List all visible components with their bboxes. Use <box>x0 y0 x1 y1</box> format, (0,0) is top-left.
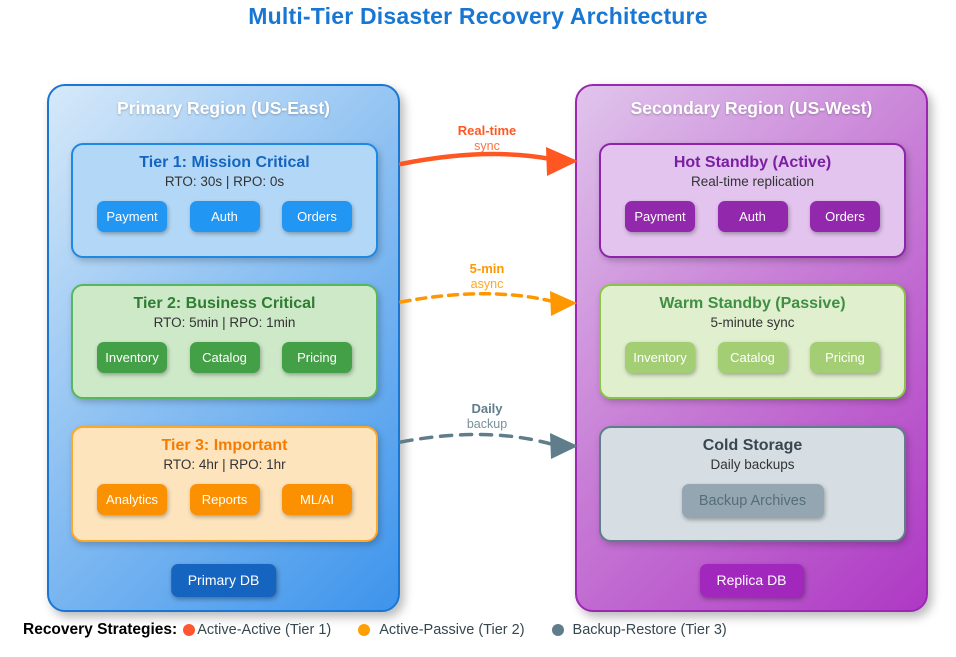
active-passive-dot-icon <box>358 624 371 636</box>
realtime-sync-arrowhead <box>546 147 578 176</box>
warm-standby-title: Warm Standby (Passive) <box>659 295 846 312</box>
legend-item-label: Active-Passive (Tier 2) <box>379 622 525 638</box>
cold-storage-subtitle: Daily backups <box>710 457 795 472</box>
secondary-region-box: Secondary Region (US-West) Hot Standby (… <box>575 84 928 612</box>
service-mlai: ML/AI <box>282 484 352 515</box>
primary-region-box: Primary Region (US-East) Tier 1: Mission… <box>47 84 400 612</box>
daily-backup-label: Daily backup <box>466 401 508 431</box>
backup-restore-dot-icon <box>551 624 564 636</box>
daily-backup-arrowhead <box>550 433 578 459</box>
primary-db-node: Primary DB <box>170 564 277 597</box>
async-sync-arrow-line <box>399 292 553 304</box>
tier1-services-row: Payment Auth Orders <box>73 201 376 232</box>
legend-item-active-active: Active-Active (Tier 1) <box>183 622 331 638</box>
tier3-services-row: Analytics Reports ML/AI <box>73 484 376 515</box>
realtime-sync-arrow-line <box>398 151 554 167</box>
legend-item-label: Active-Active (Tier 1) <box>197 622 332 638</box>
tier2-rto-rpo: RTO: 5min | RPO: 1min <box>153 315 296 330</box>
async-sync-label: 5-min async <box>469 261 505 291</box>
replica-service-catalog: Catalog <box>717 342 788 373</box>
async-sync-arrowhead <box>550 291 577 316</box>
service-pricing: Pricing <box>282 342 352 373</box>
active-active-dot-icon <box>183 624 196 636</box>
cold-storage-box: Cold Storage Daily backups Backup Archiv… <box>599 426 906 542</box>
service-auth: Auth <box>189 201 260 232</box>
legend-item-active-passive: Active-Passive (Tier 2) <box>358 622 525 638</box>
replica-service-pricing: Pricing <box>810 342 880 373</box>
hot-standby-box: Hot Standby (Active) Real-time replicati… <box>599 143 906 258</box>
cold-storage-title: Cold Storage <box>702 437 803 454</box>
tier2-business-critical-box: Tier 2: Business Critical RTO: 5min | RP… <box>71 284 378 399</box>
primary-region-title: Primary Region (US-East) <box>117 98 330 118</box>
hot-standby-subtitle: Real-time replication <box>690 174 815 189</box>
replica-db-node: Replica DB <box>699 564 804 597</box>
tier2-title: Tier 2: Business Critical <box>133 295 316 312</box>
tier3-title: Tier 3: Important <box>161 437 288 454</box>
hot-standby-services-row: Payment Auth Orders <box>601 201 904 232</box>
service-analytics: Analytics <box>97 484 167 515</box>
cold-storage-services-row: Backup Archives <box>601 484 904 518</box>
service-catalog: Catalog <box>189 342 260 373</box>
tier3-rto-rpo: RTO: 4hr | RPO: 1hr <box>163 457 286 472</box>
tier1-mission-critical-box: Tier 1: Mission Critical RTO: 30s | RPO:… <box>71 143 378 258</box>
replica-service-inventory: Inventory <box>625 342 695 373</box>
legend-title: Recovery Strategies: <box>23 621 178 638</box>
service-payment: Payment <box>97 201 167 232</box>
secondary-region-title: Secondary Region (US-West) <box>630 98 873 118</box>
warm-standby-box: Warm Standby (Passive) 5-minute sync Inv… <box>599 284 906 399</box>
daily-backup-arrow-line <box>399 432 553 446</box>
warm-standby-subtitle: 5-minute sync <box>710 315 795 330</box>
legend: Recovery Strategies: Active-Active (Tier… <box>23 621 754 639</box>
replica-service-payment: Payment <box>625 201 695 232</box>
tier2-services-row: Inventory Catalog Pricing <box>73 342 376 373</box>
realtime-sync-label: Real-time sync <box>457 123 517 153</box>
tier3-important-box: Tier 3: Important RTO: 4hr | RPO: 1hr An… <box>71 426 378 542</box>
backup-archives-node: Backup Archives <box>681 484 824 518</box>
service-orders: Orders <box>282 201 352 232</box>
service-inventory: Inventory <box>97 342 167 373</box>
page-title: Multi-Tier Disaster Recovery Architectur… <box>248 3 708 29</box>
warm-standby-services-row: Inventory Catalog Pricing <box>601 342 904 373</box>
replica-service-auth: Auth <box>717 201 788 232</box>
legend-item-backup-restore: Backup-Restore (Tier 3) <box>551 622 727 638</box>
tier1-title: Tier 1: Mission Critical <box>139 154 310 171</box>
service-reports: Reports <box>189 484 260 515</box>
hot-standby-title: Hot Standby (Active) <box>673 154 832 171</box>
tier1-rto-rpo: RTO: 30s | RPO: 0s <box>164 174 285 189</box>
legend-item-label: Backup-Restore (Tier 3) <box>572 622 727 638</box>
replica-service-orders: Orders <box>810 201 880 232</box>
